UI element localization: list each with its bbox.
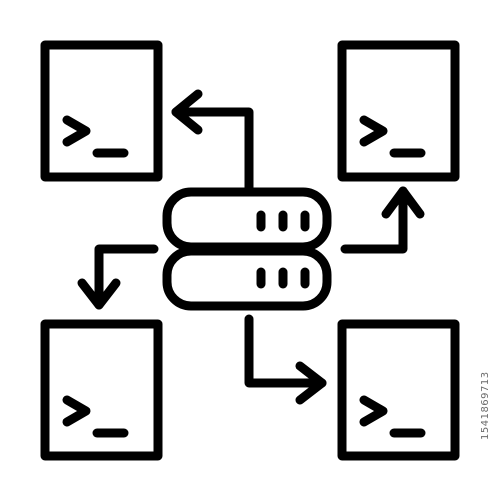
prompt-chevron-icon <box>62 115 91 147</box>
arrow-to-top-right-icon <box>340 186 425 254</box>
terminal-bottom-right <box>337 319 460 461</box>
terminal-top-left <box>40 40 163 182</box>
arrow-to-top-left-icon <box>171 89 254 193</box>
watermark-id-text: 1541869713 <box>480 371 491 440</box>
terminal-top-right <box>337 40 460 182</box>
prompt-chevron-icon <box>359 395 388 427</box>
prompt-chevron-icon <box>62 395 91 427</box>
server-icon <box>162 187 332 311</box>
arrow-to-bottom-left-icon <box>77 244 159 310</box>
arrow-to-bottom-right-icon <box>244 314 327 405</box>
prompt-chevron-icon <box>359 115 388 147</box>
terminal-bottom-left <box>40 319 163 461</box>
